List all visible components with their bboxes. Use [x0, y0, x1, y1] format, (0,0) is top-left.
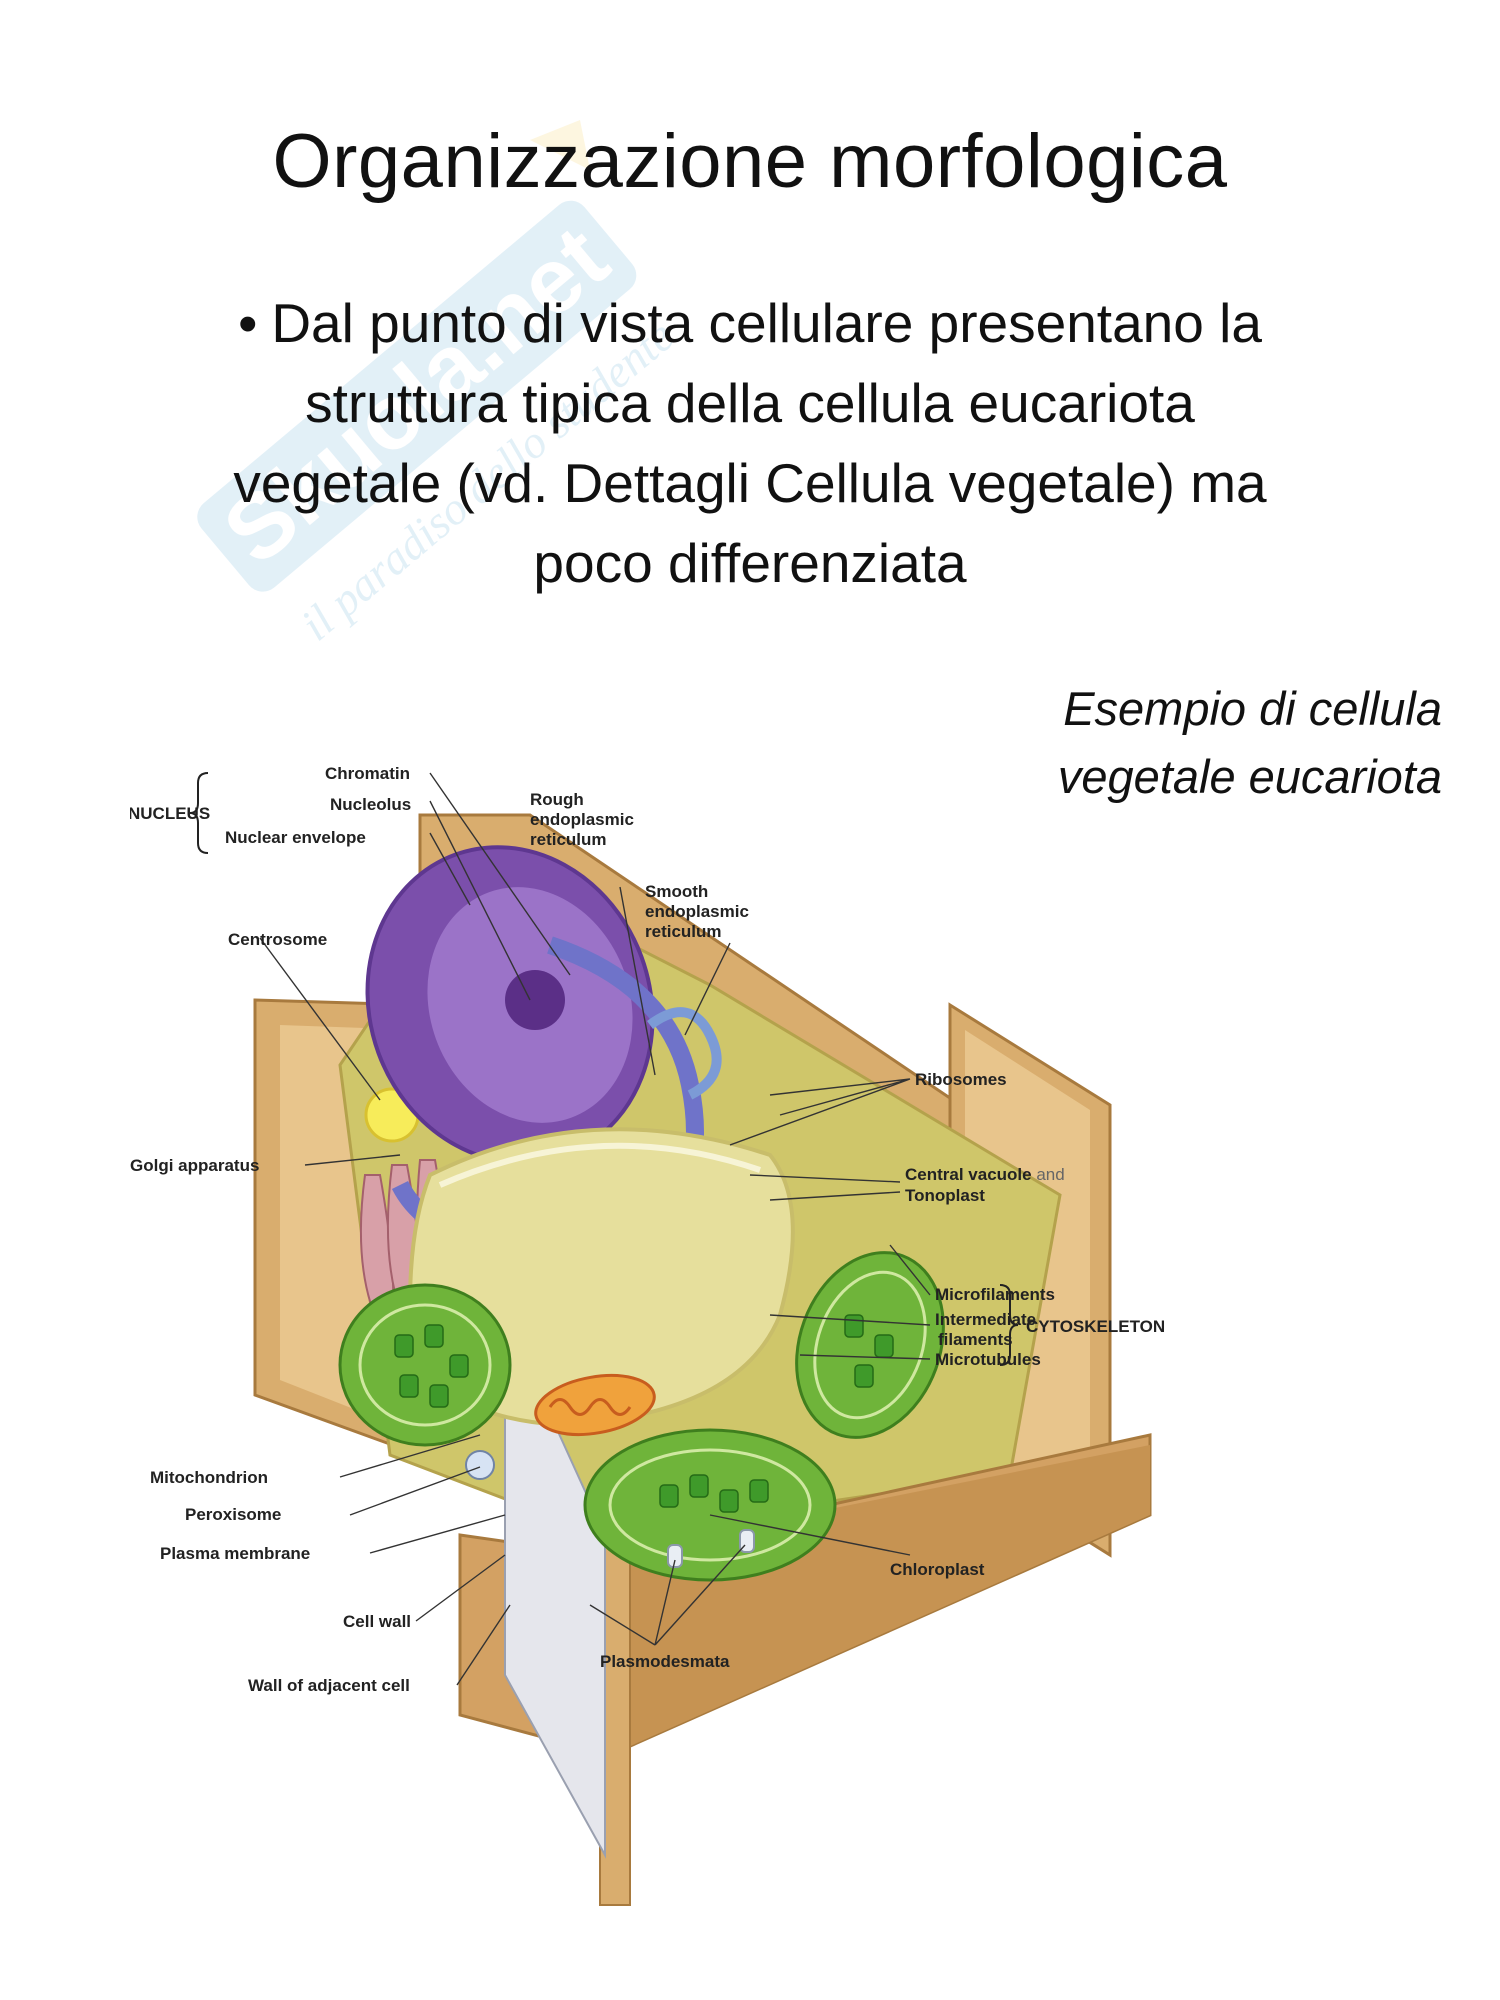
label-microfilaments: Microfilaments [935, 1285, 1055, 1304]
leader-lines [259, 772, 931, 1686]
diagram-labels: Chromatin Nucleolus Nuclear envelope Cen… [130, 764, 1065, 1695]
label-chromatin: Chromatin [325, 764, 410, 783]
figure-caption: Esempio di cellula vegetale eucariota [922, 675, 1442, 811]
bullet-line-1: •Dal punto di vista cellulare presentano… [238, 292, 1262, 354]
label-cell-wall: Cell wall [343, 1612, 411, 1631]
cytoskeleton-bracket: CYTOSKELETON [999, 1284, 1165, 1366]
bullet-text: •Dal punto di vista cellulare presentano… [130, 283, 1370, 603]
label-ribosomes: Ribosomes [915, 1070, 1007, 1089]
label-chloroplast: Chloroplast [890, 1560, 985, 1579]
label-rough-er-3: reticulum [530, 830, 607, 849]
nucleus [365, 845, 655, 1165]
nucleus-bracket: NUCLEUS [130, 772, 210, 854]
label-smooth-er-2: endoplasmic [645, 902, 749, 921]
label-tonoplast: Tonoplast [905, 1186, 985, 1205]
label-intermediate-1: Intermediate [935, 1310, 1036, 1329]
label-adjacent-wall: Wall of adjacent cell [248, 1676, 410, 1695]
label-nuclear-envelope: Nuclear envelope [225, 828, 366, 847]
label-plasma-membrane: Plasma membrane [160, 1544, 310, 1563]
label-rough-er-1: Rough [530, 790, 584, 809]
plant-cell-diagram: NUCLEUS CYTOSKELETON Chromatin Nucleolus… [130, 764, 1165, 1906]
slide-title: Organizzazione morfologica [272, 119, 1228, 204]
label-smooth-er-1: Smooth [645, 882, 708, 901]
peroxisome [465, 1450, 495, 1480]
nucleus-group-label: NUCLEUS [130, 804, 210, 823]
thylakoid-stacks [394, 1314, 894, 1513]
chloroplast-right [795, 1251, 945, 1439]
label-centrosome: Centrosome [228, 930, 327, 949]
bullet-line-2: struttura tipica della cellula eucariota [305, 372, 1195, 434]
chloroplast-bottom [583, 1428, 837, 1582]
label-rough-er-2: endoplasmic [530, 810, 634, 829]
label-microtubules: Microtubules [935, 1350, 1041, 1369]
smooth-er [647, 1007, 722, 1100]
label-plasmodesmata: Plasmodesmata [600, 1652, 730, 1671]
caption-line-2: vegetale eucariota [1057, 750, 1442, 803]
label-intermediate-2: filaments [938, 1330, 1013, 1349]
bullet-line-3: vegetale (vd. Dettagli Cellula vegetale)… [233, 452, 1267, 514]
label-peroxisome: Peroxisome [185, 1505, 281, 1524]
cytoskeleton-group-label: CYTOSKELETON [1026, 1317, 1165, 1336]
caption-line-1: Esempio di cellula [1063, 682, 1442, 735]
bullet-icon: • [238, 292, 258, 354]
label-smooth-er-3: reticulum [645, 922, 722, 941]
cell-illustration [253, 813, 1152, 1906]
label-nucleolus: Nucleolus [330, 795, 411, 814]
label-central-vacuole: Central vacuole and [905, 1165, 1065, 1184]
bullet-line-4: poco differenziata [533, 532, 967, 594]
label-golgi: Golgi apparatus [130, 1156, 259, 1175]
chloroplast-left [338, 1283, 512, 1447]
mitochondrion [534, 1374, 656, 1436]
label-mitochondrion: Mitochondrion [150, 1468, 268, 1487]
